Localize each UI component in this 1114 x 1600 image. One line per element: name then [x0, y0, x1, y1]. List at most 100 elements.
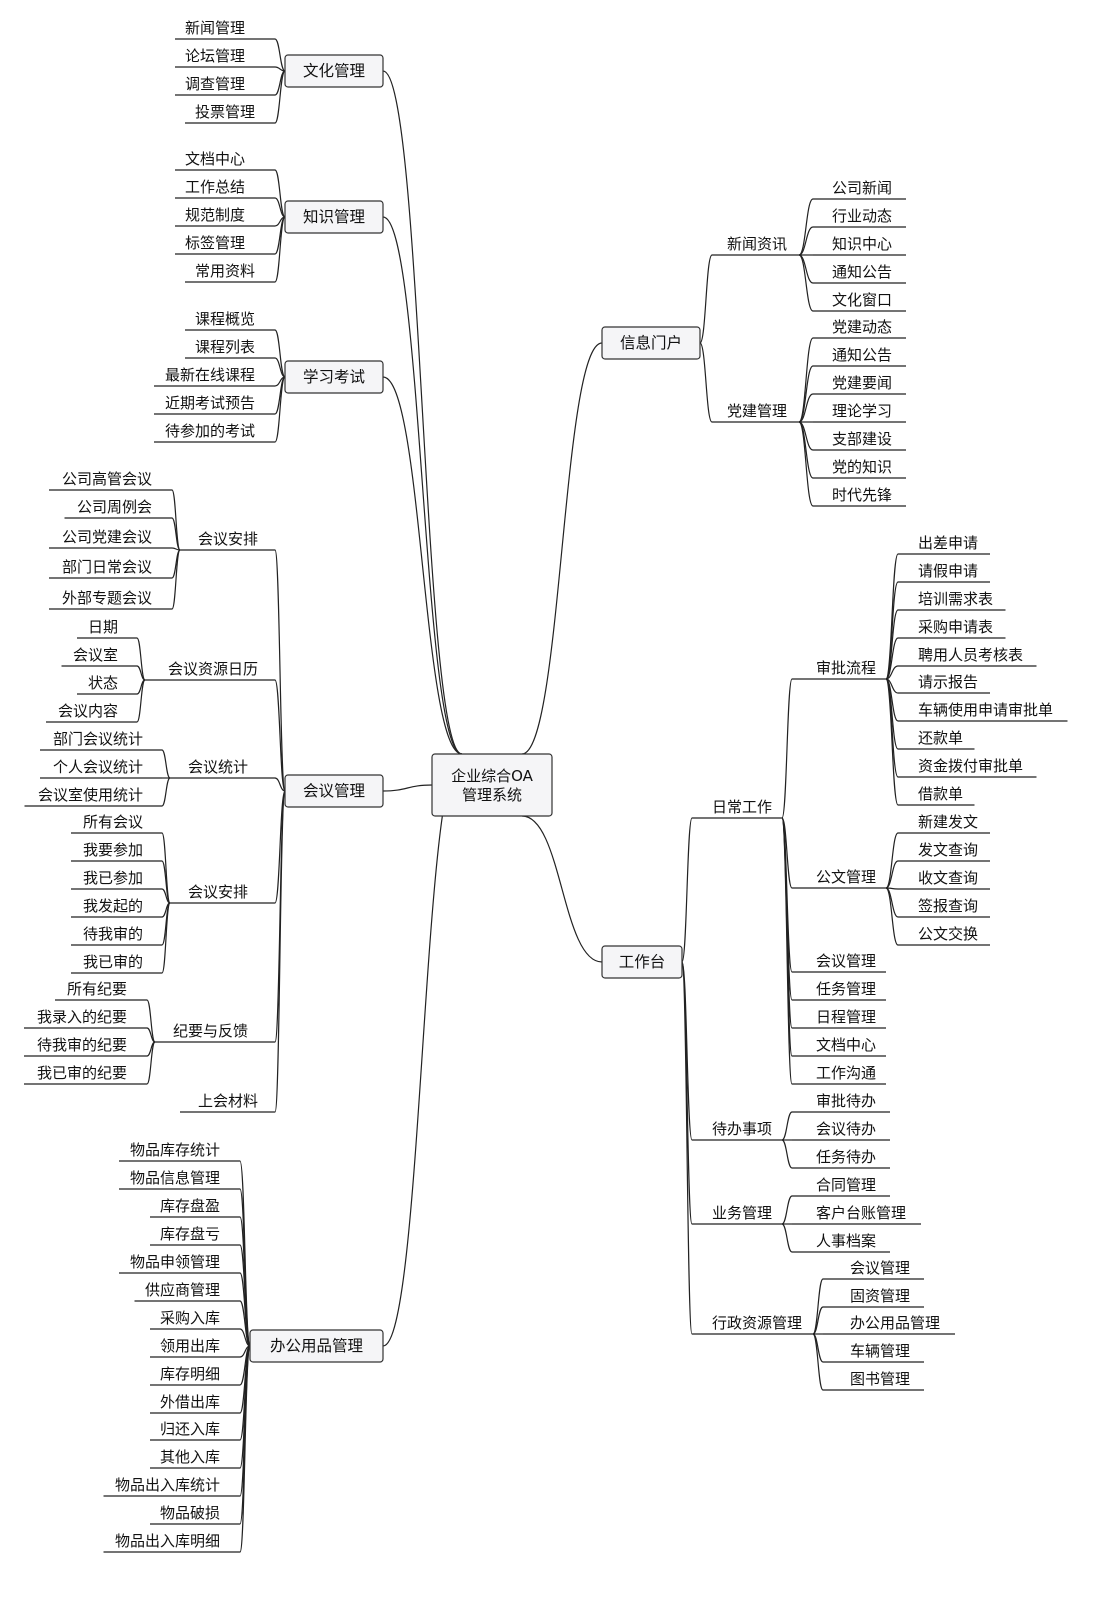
left-3-sub-1: 会议资源日历: [168, 660, 258, 678]
left-4-leaf-5: 供应商管理: [145, 1281, 220, 1299]
left-4-leaf-12: 物品出入库统计: [115, 1476, 220, 1494]
root-title-line1: 企业综合OA: [451, 767, 534, 785]
left-2-leaf-1: 课程列表: [195, 338, 255, 356]
left-0-leaf-2: 调查管理: [185, 75, 245, 93]
right-1-0-sub-0-leaf-5: 请示报告: [918, 673, 978, 691]
left-0-leaf-0: 新闻管理: [185, 19, 245, 37]
left-branch-2[interactable]: 学习考试: [284, 360, 384, 394]
left-branch-0[interactable]: 文化管理: [284, 54, 384, 88]
right-1-sub-3-link: [681, 961, 693, 1335]
right-1-sub-3-leaf-0-link: [812, 1278, 824, 1335]
left-branch-4-link: [382, 753, 463, 1347]
right-branch-1-box: [601, 945, 683, 979]
left-3-sub-2-leaf-2-link: [161, 777, 171, 807]
right-1-sub-1-leaf-0-link: [781, 1111, 793, 1141]
right-1-sub-2-leaf-2-link: [781, 1223, 793, 1253]
left-3-sub-3: 会议安排: [188, 883, 248, 901]
left-3-sub-0-leaf-4: 外部专题会议: [62, 589, 152, 607]
left-3-sub-1-leaf-3: 会议内容: [58, 702, 118, 720]
left-3-sub-2: 会议统计: [188, 758, 248, 776]
left-1-leaf-0: 文档中心: [185, 150, 245, 168]
left-3-sub-2-leaf-0: 部门会议统计: [53, 730, 143, 748]
right-1-0-sub-0-leaf-6: 车辆使用申请审批单: [918, 701, 1053, 719]
left-branch-3-label: 会议管理: [303, 782, 365, 800]
left-0-leaf-3: 投票管理: [195, 103, 255, 121]
left-4-leaf-13: 物品破损: [160, 1504, 220, 1522]
left-3-sub-3-leaf-2: 我已参加: [83, 869, 143, 887]
right-1-sub-3-leaf-4: 图书管理: [850, 1370, 910, 1388]
left-4-leaf-11: 其他入库: [160, 1448, 220, 1466]
right-1-0-sub-0-leaf-4-link: [885, 665, 899, 680]
left-3-sub-0: 会议安排: [198, 530, 258, 548]
left-4-leaf-2: 库存盘盈: [160, 1197, 220, 1215]
left-3-sub-4-leaf-3-link: [146, 1041, 156, 1085]
right-0-sub-1-leaf-1: 通知公告: [832, 346, 892, 364]
right-1-0-sub-0-leaf-3: 采购申请表: [918, 618, 993, 636]
left-branch-1[interactable]: 知识管理: [284, 200, 384, 234]
right-0-sub-0-leaf-1: 行业动态: [832, 207, 892, 225]
right-1-sub-3-leaf-1: 固资管理: [850, 1287, 910, 1305]
right-1-sub-3: 行政资源管理: [712, 1314, 802, 1332]
left-4-leaf-1: 物品信息管理: [130, 1169, 220, 1187]
left-3-sub-2-link: [274, 777, 286, 792]
right-branch-0[interactable]: 信息门户: [601, 326, 701, 360]
right-1-0-sub-0-leaf-8-link: [885, 678, 899, 778]
right-1-0-sub-0: 审批流程: [816, 659, 876, 677]
right-1-sub-1-leaf-2: 任务待办: [816, 1148, 876, 1166]
left-branch-4-box: [249, 1329, 384, 1363]
left-branch-4[interactable]: 办公用品管理: [249, 1329, 384, 1363]
left-1-leaf-1-link: [274, 197, 286, 218]
right-1-0-sub-1-leaf-4: 公文交换: [918, 925, 978, 943]
right-1-sub-3-leaf-4-link: [812, 1333, 824, 1391]
left-4-leaf-5-link: [239, 1300, 251, 1347]
right-0-sub-1-leaf-6: 时代先锋: [832, 486, 892, 504]
right-0-sub-1-link: [699, 342, 713, 423]
left-4-leaf-8: 库存明细: [160, 1365, 220, 1383]
left-3-sub-0-leaf-3: 部门日常会议: [62, 558, 152, 576]
left-branch-2-box: [284, 360, 384, 394]
left-3-sub-0-link: [274, 549, 286, 792]
right-1-0-sub-5: 文档中心: [816, 1036, 876, 1054]
right-1-0-sub-0-leaf-1: 请假申请: [918, 562, 978, 580]
right-0-sub-0-leaf-4: 文化窗口: [832, 291, 892, 309]
left-3-sub-1-leaf-0: 日期: [88, 618, 118, 636]
left-4-leaf-6-link: [239, 1328, 251, 1347]
left-2-leaf-3: 近期考试预告: [165, 394, 255, 412]
left-4-leaf-6: 采购入库: [160, 1309, 220, 1327]
left-3-sub-3-leaf-4: 待我审的: [83, 925, 143, 943]
left-3-sub-4-leaf-1: 我录入的纪要: [37, 1008, 127, 1026]
right-1-sub-1-leaf-2-link: [781, 1139, 793, 1169]
left-branch-1-label: 知识管理: [303, 208, 365, 226]
right-1-0-sub-6: 工作沟通: [816, 1064, 876, 1082]
right-branch-0-box: [601, 326, 701, 360]
right-0-sub-1-leaf-5: 党的知识: [832, 458, 892, 476]
right-1-0-sub-0-leaf-9-link: [885, 678, 899, 806]
right-0-sub-0-leaf-4-link: [798, 254, 814, 312]
left-branch-0-box: [284, 54, 384, 88]
left-3-sub-4-leaf-0-link: [146, 999, 156, 1043]
right-0-sub-1-leaf-2: 党建要闻: [832, 374, 892, 392]
right-branch-0-label: 信息门户: [620, 334, 682, 352]
left-3-sub-2-leaf-1: 个人会议统计: [53, 758, 143, 776]
right-0-sub-0-leaf-1-link: [798, 226, 814, 256]
left-3-sub-3-link: [274, 790, 286, 904]
right-1-sub-3-leaf-1-link: [812, 1306, 824, 1335]
left-3-sub-0-leaf-1-link: [171, 517, 181, 551]
right-0-sub-0-link: [699, 254, 713, 344]
left-4-leaf-14: 物品出入库明细: [115, 1532, 220, 1550]
left-2-leaf-4-link: [274, 376, 286, 443]
left-1-leaf-0-link: [274, 169, 286, 218]
left-3-sub-1-link: [274, 679, 286, 792]
right-1-0-sub-3: 任务管理: [816, 980, 876, 998]
left-3-sub-0-leaf-0: 公司高管会议: [62, 470, 152, 488]
left-branch-3[interactable]: 会议管理: [284, 774, 384, 808]
right-1-sub-3-leaf-0: 会议管理: [850, 1259, 910, 1277]
right-branch-1[interactable]: 工作台: [601, 945, 683, 979]
left-3-sub-3-leaf-0: 所有会议: [83, 813, 143, 831]
right-1-0-sub-0-leaf-1-link: [885, 581, 899, 680]
right-1-sub-0-link: [681, 817, 693, 963]
right-0-sub-0-leaf-0-link: [798, 198, 814, 256]
left-3-sub-3-leaf-5-link: [161, 902, 171, 974]
